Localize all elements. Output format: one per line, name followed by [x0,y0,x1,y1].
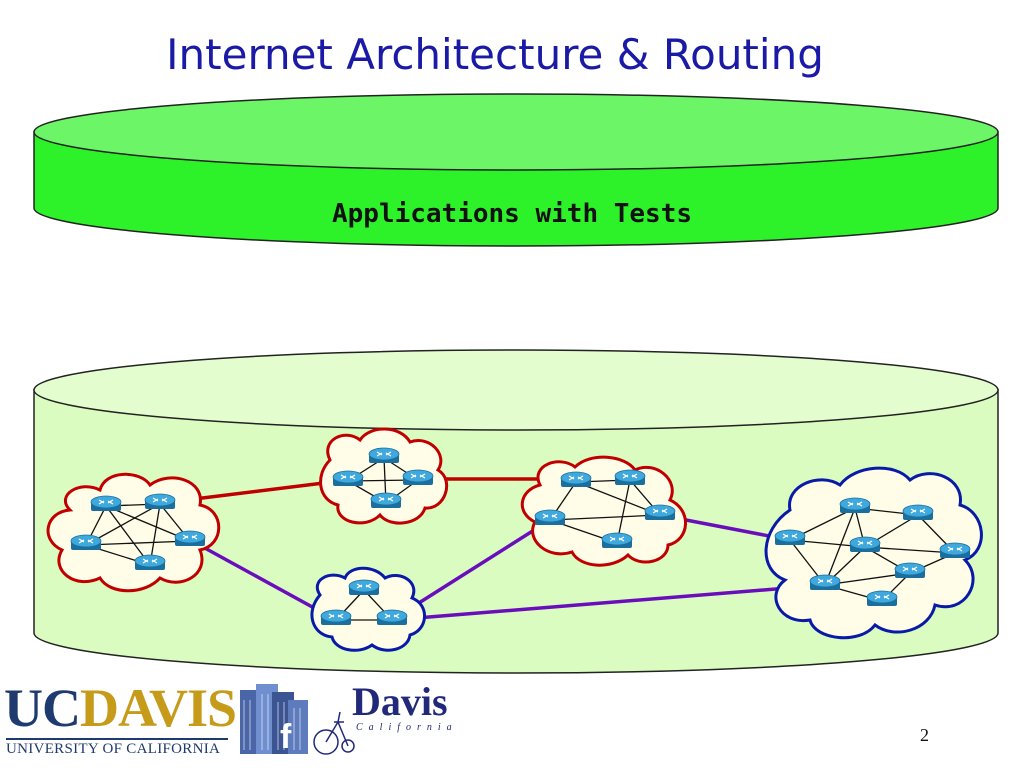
network-cloud-e [764,466,983,640]
router-icon [644,504,676,521]
router-icon [939,542,971,559]
router-icon [144,493,176,510]
router-icon [849,536,881,553]
applications-layer-label: Applications with Tests [332,199,692,229]
router-icon [614,469,646,486]
svg-text:f: f [280,718,292,756]
page-number: 2 [920,725,929,745]
router-icon [534,509,566,526]
router-icon [839,497,871,514]
footer-logos: UCDAVIS UNIVERSITY OF CALIFORNIA f Davis… [0,678,470,768]
router-icon [320,609,352,626]
applications-layer: Applications with Tests [33,93,999,247]
davis-logo-word: Davis [352,679,448,724]
router-icon [134,554,166,571]
router-icon [368,447,400,464]
router-icon [70,534,102,551]
router-icon [90,495,122,512]
network-cloud-c [310,566,426,652]
router-icon [174,530,206,547]
ucdavis-logo-subtitle: UNIVERSITY OF CALIFORNIA [6,738,228,758]
slide-title: Internet Architecture & Routing [166,30,824,79]
link-c-e [391,583,826,622]
network-layer [33,349,999,674]
router-icon [866,590,898,607]
router-icon [370,492,402,509]
router-icon [332,470,364,487]
building-logo-icon: f [240,684,308,756]
router-icon [601,532,633,549]
router-icon [376,609,408,626]
router-icon [809,574,841,591]
bicycle-icon [313,711,355,755]
ucdavis-logo: UCDAVIS [4,678,237,738]
router-icon [348,579,380,596]
router-icon [560,471,592,488]
network-cloud-a [46,472,221,593]
network-cloud-d [520,455,687,567]
router-icon [894,562,926,579]
router-icon [774,529,806,546]
network-cloud-b [319,427,449,525]
router-icon [902,504,934,521]
router-icon [402,469,434,486]
davis-logo-subtitle: California [356,722,458,733]
